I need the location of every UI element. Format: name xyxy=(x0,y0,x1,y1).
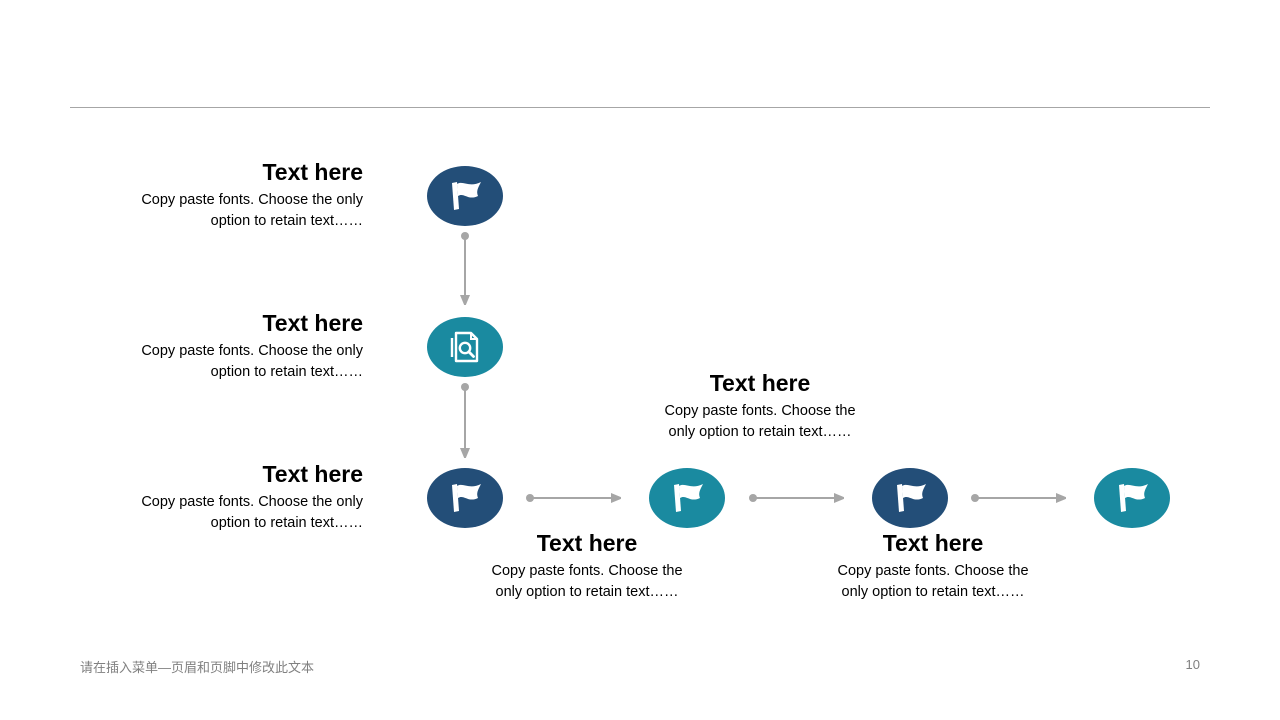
connector-3-4 xyxy=(526,494,620,502)
step-2-description-line-2: option to retain text…… xyxy=(210,364,363,380)
step-5-description: Copy paste fonts. Choose the only option… xyxy=(650,401,870,443)
step-4-title: Text here xyxy=(536,530,638,556)
flag-icon xyxy=(674,484,703,512)
step-3-description-line-2: option to retain text…… xyxy=(210,515,363,531)
step-4-text: Text here Copy paste fonts. Choose the o… xyxy=(477,529,697,603)
step-6-title: Text here xyxy=(882,530,984,556)
connector-1-2 xyxy=(461,232,469,304)
step-5-node xyxy=(872,468,948,528)
step-3-description: Copy paste fonts. Choose the only option… xyxy=(103,492,363,534)
flag-icon xyxy=(452,182,481,210)
step-5-title: Text here xyxy=(709,370,811,396)
step-1-title: Text here xyxy=(262,159,363,185)
step-1-description-line-1: Copy paste fonts. Choose the only xyxy=(141,192,363,208)
step-3-text: Text here Copy paste fonts. Choose the o… xyxy=(103,460,363,534)
step-4-node xyxy=(649,468,725,528)
step-6-description: Copy paste fonts. Choose the only option… xyxy=(823,561,1043,603)
step-6-node xyxy=(1094,468,1170,528)
step-4-description: Copy paste fonts. Choose the only option… xyxy=(477,561,697,603)
footer-text: 请在插入菜单—页眉和页脚中修改此文本 xyxy=(80,660,315,675)
step-5-description-line-2: only option to retain text…… xyxy=(668,424,852,440)
flag-icon xyxy=(452,484,481,512)
flag-icon xyxy=(897,484,926,512)
step-3-title: Text here xyxy=(262,461,363,487)
connector-4-5 xyxy=(749,494,843,502)
connector-5-6 xyxy=(971,494,1065,502)
step-4-description-line-2: only option to retain text…… xyxy=(495,584,679,600)
step-6-text: Text here Copy paste fonts. Choose the o… xyxy=(823,529,1043,603)
step-2-node xyxy=(427,317,503,377)
step-4-description-line-1: Copy paste fonts. Choose the xyxy=(491,563,683,579)
step-2-title: Text here xyxy=(262,310,363,336)
step-3-description-line-1: Copy paste fonts. Choose the only xyxy=(141,494,363,510)
connector-2-3 xyxy=(461,383,469,457)
step-5-text: Text here Copy paste fonts. Choose the o… xyxy=(650,369,870,443)
step-2-text: Text here Copy paste fonts. Choose the o… xyxy=(103,309,363,383)
header-divider xyxy=(70,107,1210,108)
step-5-description-line-1: Copy paste fonts. Choose the xyxy=(664,403,856,419)
step-6-description-line-1: Copy paste fonts. Choose the xyxy=(837,563,1029,579)
flag-icon xyxy=(1119,484,1148,512)
step-6-description-line-2: only option to retain text…… xyxy=(841,584,1025,600)
step-2-description-line-1: Copy paste fonts. Choose the only xyxy=(141,343,363,359)
page-number: 10 xyxy=(1185,657,1200,672)
step-1-text: Text here Copy paste fonts. Choose the o… xyxy=(103,158,363,232)
document-search-icon xyxy=(450,331,479,363)
step-1-description-line-2: option to retain text…… xyxy=(210,213,363,229)
step-1-description: Copy paste fonts. Choose the only option… xyxy=(103,190,363,232)
step-3-node xyxy=(427,468,503,528)
step-2-description: Copy paste fonts. Choose the only option… xyxy=(103,341,363,383)
step-1-node xyxy=(427,166,503,226)
